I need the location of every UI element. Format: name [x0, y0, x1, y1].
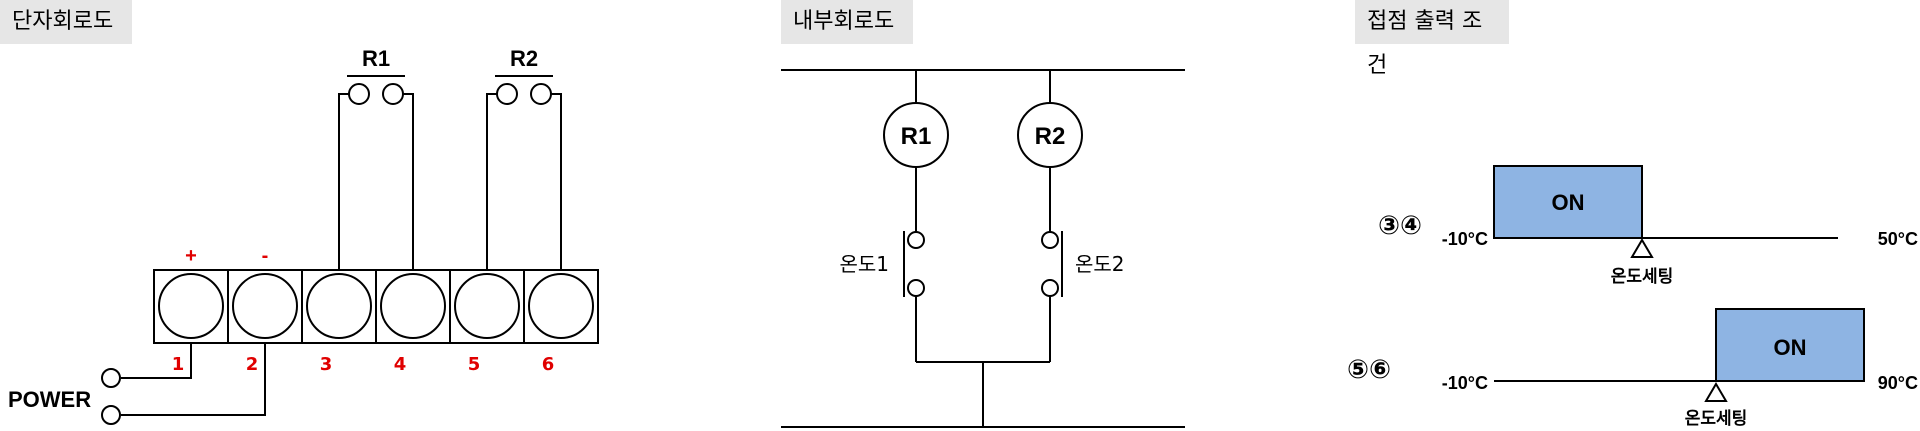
row1-setting-triangle-icon	[1630, 238, 1654, 258]
terminal-diagram	[101, 75, 599, 425]
contact2-top	[1041, 231, 1059, 249]
row2-terminals: ⑤⑥	[1347, 354, 1391, 384]
power-label: POWER	[8, 387, 91, 412]
r2-contact-right	[530, 83, 552, 105]
terminal-numbers: 1 2 3 4 5 6	[172, 354, 555, 375]
row2-max-temp: 90°C	[1878, 373, 1918, 393]
coil-r1-label: R1	[901, 123, 932, 150]
row1-on-label: ON	[1552, 190, 1585, 215]
row2-setting-label: 온도세팅	[1685, 409, 1748, 428]
r1-contact-right	[382, 83, 404, 105]
contact1-top	[907, 231, 925, 249]
row1-terminals: ③④	[1378, 210, 1422, 240]
row2-on-label: ON	[1774, 335, 1807, 360]
row2-setting-triangle-icon	[1704, 382, 1728, 402]
contact1-label: 온도1	[839, 252, 889, 276]
terminal-number-3: 3	[320, 354, 333, 375]
row1-on-region	[1493, 165, 1643, 239]
r1-contact-left	[348, 83, 370, 105]
internal-diagram-title: 내부회로도	[781, 0, 913, 44]
coil-r2-label: R2	[1035, 123, 1066, 150]
terminal-screw-1	[158, 273, 224, 339]
row2-on-region	[1715, 308, 1865, 382]
terminal-number-1: 1	[172, 354, 185, 375]
contact2-label: 온도2	[1075, 252, 1125, 276]
terminal-number-4: 4	[394, 354, 407, 375]
row2-min-temp: -10°C	[1442, 373, 1488, 393]
r2-contact-left	[496, 83, 518, 105]
terminal-screw-2	[232, 273, 298, 339]
row1-min-temp: -10°C	[1442, 229, 1488, 249]
power-terminal-negative	[101, 405, 121, 425]
row1-setting-label: 온도세팅	[1611, 267, 1674, 286]
contact1-bottom	[907, 279, 925, 297]
plus-label: +	[185, 245, 197, 267]
power-terminal-positive	[101, 368, 121, 388]
row1-max-temp: 50°C	[1878, 229, 1918, 249]
terminal-number-5: 5	[468, 354, 481, 375]
output-condition-title: 접점 출력 조건	[1355, 0, 1509, 78]
minus-label: -	[262, 245, 269, 267]
terminal-number-6: 6	[542, 354, 555, 375]
relay-label-r2: R2	[510, 46, 538, 71]
terminal-screw-5	[454, 273, 520, 339]
terminal-diagram-title: 단자회로도	[0, 0, 132, 44]
terminal-number-2: 2	[246, 354, 259, 375]
terminal-screw-6	[528, 273, 594, 339]
contact2-bottom	[1041, 279, 1059, 297]
internal-diagram	[781, 69, 1185, 428]
relay-label-r1: R1	[362, 46, 390, 71]
terminal-screw-4	[380, 273, 446, 339]
terminal-screw-3	[306, 273, 372, 339]
